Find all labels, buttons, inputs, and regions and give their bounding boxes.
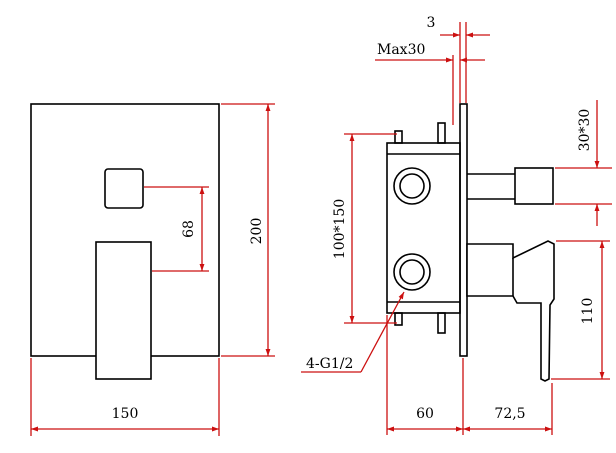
mounting-lug-top-left — [394, 130, 403, 144]
dim-max30-label: Max30 — [377, 42, 425, 58]
lever-side-profile — [466, 240, 555, 382]
cover-plate-side — [459, 103, 468, 357]
lever-handle — [95, 241, 152, 380]
side-dimensions: 100*150 4-G1/2 3 Max30 30*30 110 60 — [301, 15, 612, 435]
dim-200-label: 200 — [249, 218, 265, 245]
dim-110-label: 110 — [580, 298, 596, 325]
dim-68-label: 68 — [181, 220, 197, 238]
connection-leader-line — [360, 291, 405, 373]
diverter-knob-side — [514, 167, 554, 205]
mounting-lug-bottom-right — [437, 312, 446, 334]
connection-upper — [393, 167, 431, 205]
dim-30x30-label: 30*30 — [577, 109, 593, 152]
dim-spacing-label: 100*150 — [332, 199, 348, 259]
dim-150-label: 150 — [112, 406, 139, 422]
connection-lower — [393, 253, 431, 291]
dim-3-label: 3 — [427, 15, 436, 31]
front-dimensions: 68 200 150 — [30, 103, 275, 436]
side-view — [386, 103, 555, 382]
front-view — [30, 103, 220, 380]
diverter-knob — [104, 168, 144, 209]
mounting-lug-top-right — [437, 122, 446, 144]
dim-72-label: 72,5 — [494, 406, 525, 422]
dim-60-label: 60 — [416, 406, 434, 422]
connection-label: 4-G1/2 — [306, 356, 353, 372]
valve-body — [386, 142, 461, 314]
